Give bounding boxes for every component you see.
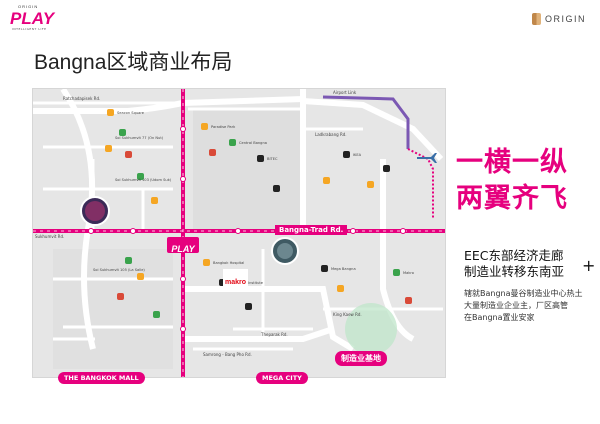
poi-icon: [153, 311, 160, 318]
poi-icon: [367, 181, 374, 188]
road-label-soi77: Soi Sukhumvit 77 (On Nut): [115, 136, 164, 140]
slogan-line-1: 一横一纵: [456, 147, 568, 178]
poi-icon: [209, 149, 216, 156]
poi-icon: [203, 259, 210, 266]
makro-badge: makro: [223, 269, 249, 288]
poi-label: Seacon Square: [117, 111, 144, 115]
poi-icon: [151, 197, 158, 204]
poi-label: BITEC: [267, 157, 278, 161]
poi-icon: [229, 139, 236, 146]
road-label-airport: Airport Link: [333, 90, 357, 95]
poi-icon: [107, 109, 114, 116]
poi-icon: [201, 123, 208, 130]
area-map: Seacon Square Paradise Park Central Bang…: [32, 88, 446, 378]
mega-city-label: MEGA CITY: [256, 372, 308, 384]
logo-play-text: PLAY: [10, 9, 55, 28]
road-label-kingkaew: King Kaew Rd.: [333, 312, 362, 317]
airport-link-line: [322, 95, 410, 149]
poi-icon: [257, 155, 264, 162]
logo-tagline: INTELLIGENT LIFE: [12, 27, 47, 31]
poi-label: IKEA: [353, 153, 362, 157]
poi-icon: [125, 151, 132, 158]
poi-icon: [273, 185, 280, 192]
poi-icon: [119, 129, 126, 136]
plus-icon: +: [582, 256, 596, 275]
play-project-marker: PLAY: [167, 237, 199, 254]
poi-icon: [337, 285, 344, 292]
poi-icon: [105, 145, 112, 152]
eec-line-2: 制造业转移东南亚: [464, 264, 565, 279]
description-line-1: 辖就Bangna曼谷制造业中心热土: [464, 289, 583, 298]
origin-play-logo: ORIGIN PLAY INTELLIGENT LIFE: [6, 4, 66, 32]
makro-text: makro: [225, 279, 247, 286]
poi-icon: [219, 279, 226, 286]
bangkok-mall-label: THE BANGKOK MALL: [58, 372, 145, 384]
eec-line-1: EEC东部经济走廊: [464, 248, 564, 263]
poi-icon: [393, 269, 400, 276]
origin-mark-icon: [531, 13, 541, 25]
poi-label: Bangkok Hospital: [213, 261, 245, 265]
origin-logo-text: ORIGIN: [544, 14, 586, 24]
road-label-soi103: Soi Sukhumvit 103 (Udom Suk): [115, 178, 172, 182]
slogan-line-2: 两翼齐飞: [456, 183, 568, 214]
description-line-3: 在Bangna置业安家: [464, 313, 535, 322]
page-title: Bangna区域商业布局: [34, 51, 233, 74]
road-label-ratchada: Ratchadapisek Rd.: [63, 96, 101, 101]
manufacturing-zone: [345, 303, 397, 355]
logo-origin-text: ORIGIN: [18, 4, 39, 9]
road-label-sukhumvit: Sukhumvit Rd.: [35, 234, 65, 239]
manufacturing-base-label: 制造业基地: [335, 351, 387, 366]
road-label-theparak: Theparak Rd.: [261, 332, 288, 337]
poi-label: Makro: [403, 271, 414, 275]
poi-icon: [405, 297, 412, 304]
poi-icon: [323, 177, 330, 184]
road-label-ladkrabang: Ladkrabang Rd.: [315, 132, 347, 137]
description-line-2: 大量制造业企业主，厂区高管: [464, 301, 568, 310]
poi-icon: [117, 293, 124, 300]
poi-icon: [245, 303, 252, 310]
poi-icon: [137, 273, 144, 280]
origin-logo: ORIGIN: [531, 12, 586, 26]
poi-label: Central Bangna: [239, 141, 267, 145]
map-canvas: [33, 89, 445, 377]
road-label-soi105: Soi Sukhumvit 105 (La Salle): [93, 268, 145, 272]
poi-label: Paradise Park: [211, 125, 236, 129]
road-label-samrong: Samrong - Bang Pho Rd.: [203, 352, 252, 357]
poi-icon: [383, 165, 390, 172]
bangna-trad-label: Bangna-Trad Rd.: [275, 225, 348, 235]
poi-icon: [137, 173, 144, 180]
poi-icon: [125, 257, 132, 264]
poi-icon: [343, 151, 350, 158]
airport-plane-icon: [417, 153, 437, 163]
poi-icon: [321, 265, 328, 272]
play-marker-text: PLAY: [171, 244, 195, 254]
poi-label: Mega Bangna: [331, 267, 356, 271]
